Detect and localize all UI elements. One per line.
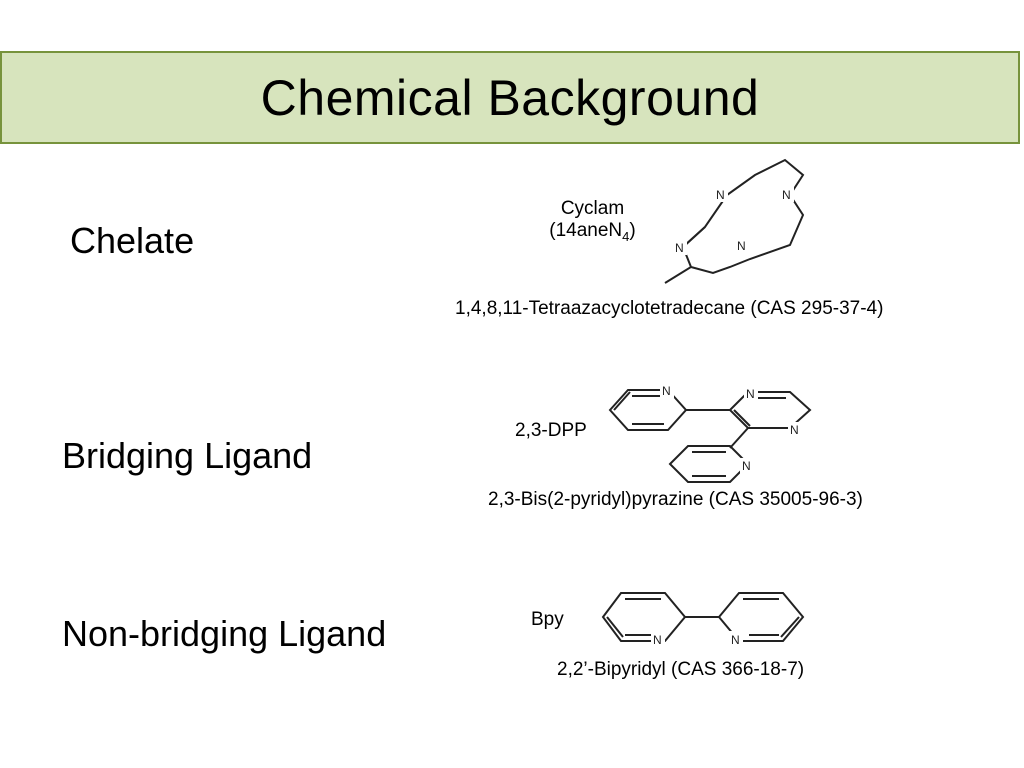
atom-n: N	[716, 188, 725, 202]
atom-n: N	[731, 633, 740, 647]
dpp-short-name: 2,3-DPP	[515, 420, 587, 441]
atom-n: N	[742, 459, 751, 473]
cyclam-name: Cyclam (14aneN4)	[530, 198, 655, 244]
category-chelate: Chelate	[70, 220, 195, 261]
dpp-structure: N N N N	[608, 382, 812, 483]
page-title: Chemical Background	[260, 69, 760, 126]
cyclam-structure: N N N N	[664, 158, 805, 284]
cyclam-full-name: 1,4,8,11-Tetraazacyclotetradecane (CAS 2…	[455, 298, 884, 319]
atom-n: N	[790, 423, 799, 437]
category-non-bridging-ligand: Non-bridging Ligand	[62, 613, 387, 654]
atom-n: N	[746, 387, 755, 401]
cyclam-short-name: Cyclam	[560, 198, 625, 219]
bpy-full-name: 2,2’-Bipyridyl (CAS 366-18-7)	[557, 659, 805, 680]
atom-n: N	[782, 188, 791, 202]
title-bar: Chemical Background	[0, 51, 1020, 144]
atom-n: N	[662, 384, 671, 398]
atom-n: N	[737, 239, 746, 253]
category-bridging-ligand: Bridging Ligand	[62, 435, 313, 476]
bpy-structure: N N	[601, 592, 805, 647]
atom-n: N	[675, 241, 684, 255]
cyclam-formula: (14aneN4)	[549, 220, 636, 244]
atom-n: N	[653, 633, 662, 647]
bpy-short-name: Bpy	[531, 609, 564, 630]
dpp-full-name: 2,3-Bis(2-pyridyl)pyrazine (CAS 35005-96…	[488, 489, 863, 510]
